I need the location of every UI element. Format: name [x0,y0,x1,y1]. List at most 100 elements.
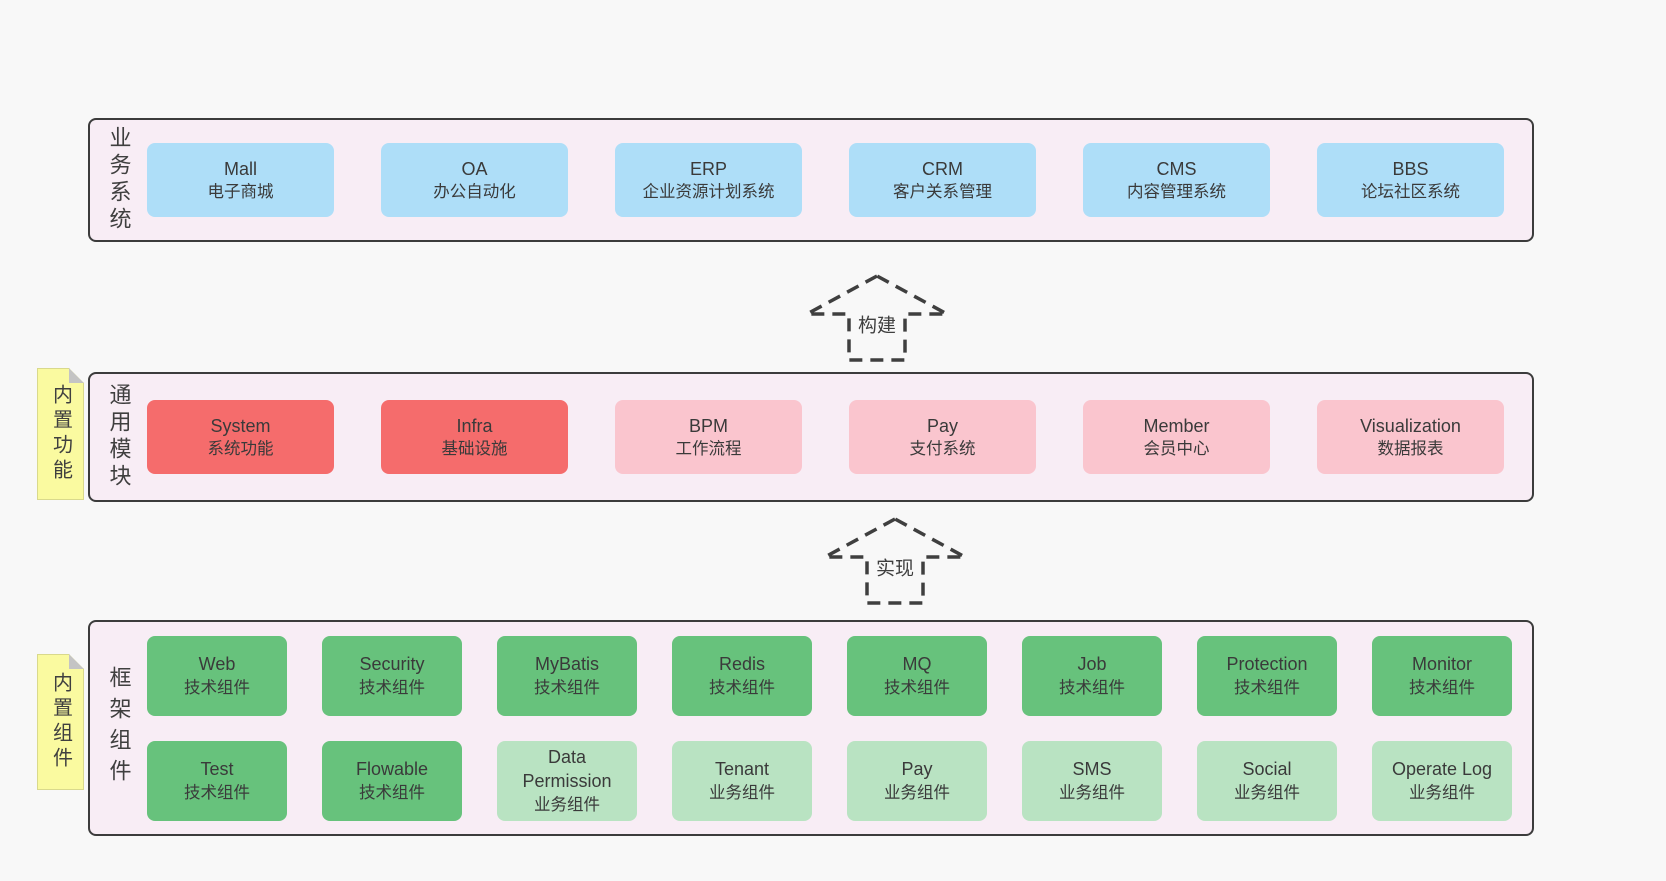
box-title: Operate Log [1391,759,1493,780]
box-pay: Pay 支付系统 [849,400,1036,474]
box-title: SMS [1072,759,1112,780]
sticky-note-text: 内置组件 [49,672,72,772]
box-title: Member [1143,415,1210,436]
box-title: BBS [1392,158,1429,179]
band-label-components: 框架组件 [90,622,147,834]
arrow-implement-label: 实现 [872,552,918,582]
block-arrow-up-icon [824,517,966,605]
common-modules-band: 通用模块 System 系统功能 Infra 基础设施 BPM 工作流程 Pay 支付系统 Me… [88,372,1534,502]
box-subtitle: 技术组件 [884,678,950,697]
box-title: Infra [456,415,493,436]
box-operate-log: Operate Log 业务组件 [1372,740,1512,821]
block-arrow-up-icon [806,274,948,362]
band-label-modules: 通用模块 [90,374,147,500]
box-security: Security 技术组件 [322,635,462,716]
box-visualization: Visualization 数据报表 [1317,400,1504,474]
box-subtitle: 工作流程 [675,440,742,459]
arrow-build: 构建 [802,272,952,364]
box-title: Job [1077,654,1107,675]
box-title: Test [200,759,234,780]
sticky-note-built-in-functions: 内置功能 [37,368,84,500]
box-bpm: BPM 工作流程 [615,400,802,474]
box-web: Web 技术组件 [147,635,287,716]
box-subtitle: 技术组件 [184,783,250,802]
box-subtitle: 系统功能 [207,440,274,459]
box-title: Mall [223,158,257,179]
box-title: Visualization [1360,415,1461,436]
box-title: Flowable [355,759,429,780]
box-subtitle: 技术组件 [1234,678,1300,697]
folded-corner-icon [69,368,84,383]
box-subtitle: 业务组件 [1409,783,1475,802]
box-title: Monitor [1411,654,1473,675]
box-subtitle: 数据报表 [1377,440,1444,459]
box-title: CRM [922,158,963,179]
box-bbs: BBS 论坛社区系统 [1317,143,1504,217]
sticky-note-text: 内置功能 [49,384,72,484]
box-title: CMS [1156,158,1197,179]
box-subtitle: 论坛社区系统 [1361,183,1460,202]
arrow-implement: 实现 [820,515,970,607]
box-subtitle: 电子商城 [207,183,274,202]
box-title: OA [461,158,488,179]
box-title: BPM [688,415,728,436]
box-redis: Redis 技术组件 [672,635,812,716]
folded-corner-icon [69,654,84,669]
sticky-note-built-in-components: 内置组件 [37,654,84,790]
box-subtitle: 业务组件 [534,795,600,814]
box-subtitle: 业务组件 [1059,783,1125,802]
box-title: Security [359,654,425,675]
box-mq: MQ 技术组件 [847,635,987,716]
box-subtitle: 技术组件 [709,678,775,697]
box-protection: Protection 技术组件 [1197,635,1337,716]
box-subtitle: 技术组件 [1059,678,1125,697]
box-tenant: Tenant 业务组件 [672,740,812,821]
box-job: Job 技术组件 [1022,635,1162,716]
band-label-business: 业务系统 [90,120,147,240]
box-subtitle: 基础设施 [441,440,508,459]
box-title: Tenant [714,759,770,780]
box-subtitle: 办公自动化 [433,183,516,202]
box-crm: CRM 客户关系管理 [849,143,1036,217]
box-data-permission: Data Permission 业务组件 [497,740,637,821]
box-system: System 系统功能 [147,400,334,474]
box-infra: Infra 基础设施 [381,400,568,474]
box-subtitle: 支付系统 [909,440,976,459]
box-title: ERP [689,158,727,179]
box-test: Test 技术组件 [147,740,287,821]
box-subtitle: 技术组件 [359,678,425,697]
box-subtitle: 业务组件 [1234,783,1300,802]
box-mall: Mall 电子商城 [147,143,334,217]
box-subtitle: 客户关系管理 [893,183,992,202]
box-subtitle: 技术组件 [1409,678,1475,697]
box-title: MQ [902,654,932,675]
box-monitor: Monitor 技术组件 [1372,635,1512,716]
box-title: Pay [926,415,959,436]
box-subtitle: 技术组件 [534,678,600,697]
box-title: System [210,415,271,436]
box-subtitle: 技术组件 [184,678,250,697]
box-sms: SMS 业务组件 [1022,740,1162,821]
band-label-text: 框架组件 [106,666,132,790]
box-title: Redis [718,654,766,675]
box-title: Protection [1226,654,1308,675]
band-label-text: 业务系统 [106,126,132,234]
box-title: Web [198,654,236,675]
arrow-build-label: 构建 [854,309,900,339]
box-subtitle: 业务组件 [709,783,775,802]
box-title: Data Permission [522,747,612,792]
